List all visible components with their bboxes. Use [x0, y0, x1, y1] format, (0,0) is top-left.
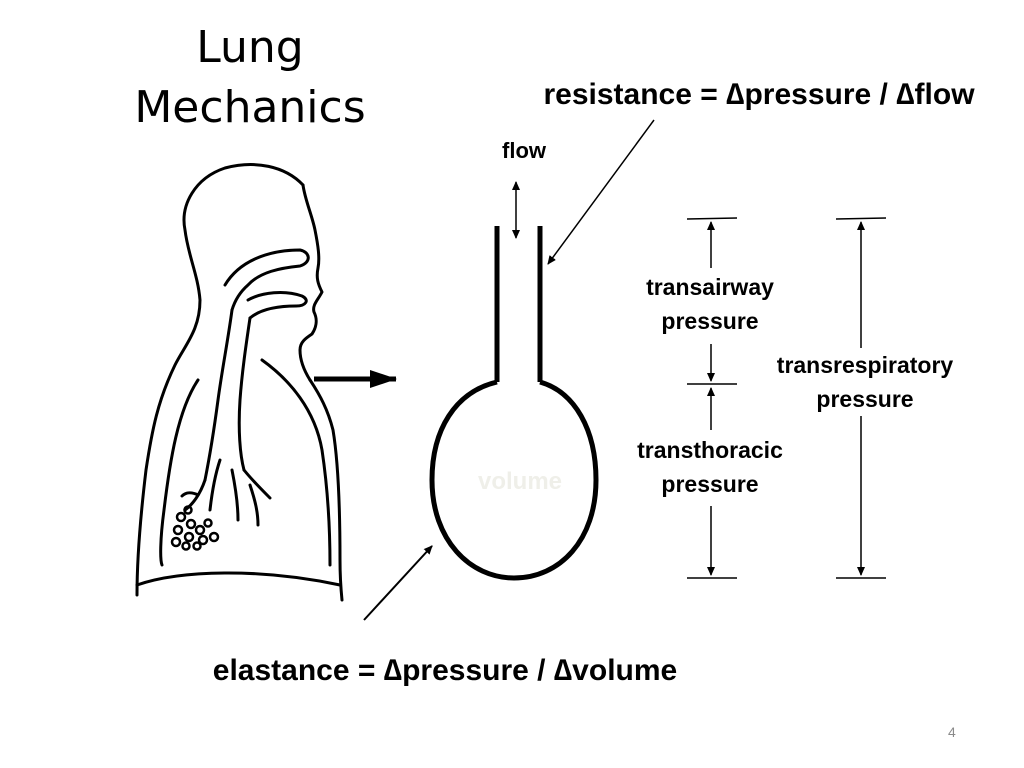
- lung-outline-left: [159, 378, 200, 567]
- trachea-right: [237, 316, 252, 472]
- elastance-pointer: [363, 545, 433, 621]
- slide-title: Lung Mechanics: [100, 18, 400, 138]
- resistance-formula: resistance = ∆pressure / ∆flow: [543, 78, 975, 111]
- transrespiratory-label: transrespiratory pressure: [744, 348, 986, 416]
- transthoracic-line-1: transthoracic: [637, 437, 783, 463]
- pressure-dimension-left: [686, 217, 738, 579]
- page-number: 4: [948, 724, 956, 740]
- transairway-line-1: transairway: [646, 274, 774, 300]
- elastance-formula: elastance = ∆pressure / ∆volume: [212, 654, 678, 687]
- bronchus-2: [242, 468, 272, 500]
- head-outline: [135, 163, 305, 597]
- transthoracic-line-2: pressure: [661, 471, 759, 497]
- transairway-label: transairway pressure: [608, 270, 812, 338]
- flow-label: flow: [502, 138, 546, 163]
- face-profile: [298, 183, 324, 382]
- transthoracic-label: transthoracic pressure: [610, 433, 810, 501]
- airway-balloon-model: [429, 226, 599, 581]
- chest-outline: [308, 378, 344, 602]
- bronchus-5: [180, 491, 200, 498]
- volume-label: volume: [477, 468, 563, 495]
- lung-outline-right: [260, 358, 332, 567]
- transrespiratory-line-2: pressure: [816, 386, 914, 412]
- bronchus-4: [230, 468, 240, 522]
- mouth-cavity: [246, 291, 308, 320]
- resistance-pointer: [547, 119, 655, 265]
- title-line-1: Lung: [196, 22, 304, 73]
- trachea-left: [203, 308, 234, 482]
- pressure-dimension-right: [835, 217, 887, 579]
- transairway-line-2: pressure: [661, 308, 759, 334]
- balloon-outline: [429, 379, 599, 581]
- nasal-cavity: [223, 248, 310, 312]
- bronchus-1: [183, 478, 207, 512]
- bronchus-6: [248, 483, 260, 527]
- title-line-2: Mechanics: [134, 82, 366, 133]
- bronchus-3: [208, 458, 222, 512]
- transrespiratory-line-1: transrespiratory: [776, 352, 954, 378]
- diaphragm-line: [135, 571, 342, 587]
- human-respiratory-illustration: [135, 163, 344, 602]
- alveoli-cluster: [170, 505, 220, 551]
